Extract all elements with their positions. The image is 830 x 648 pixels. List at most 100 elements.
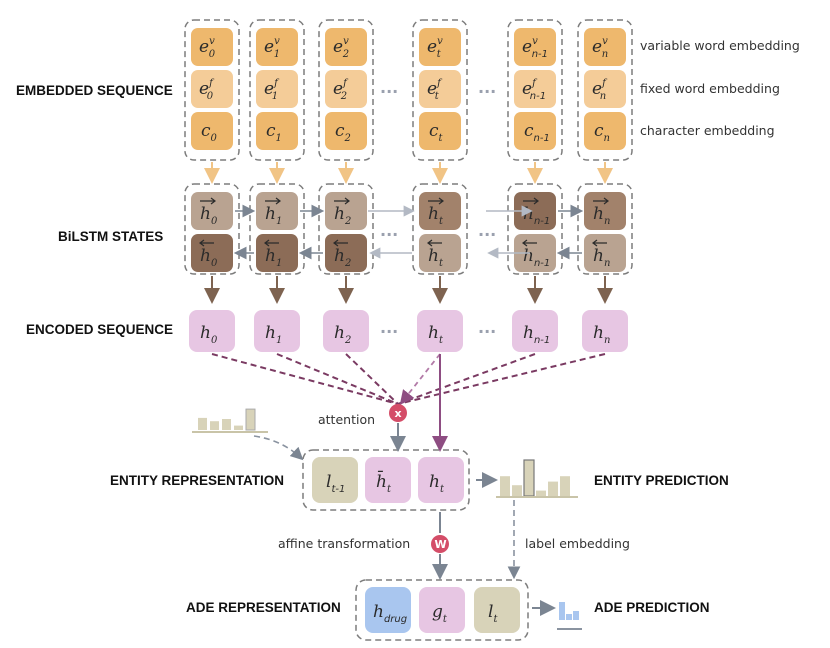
left-histogram-bar-3 [234, 425, 243, 430]
encoded-sequence-label: ENCODED SEQUENCE [26, 322, 173, 337]
entity-context-symbol: h̄t [376, 469, 392, 495]
ellipsis-state-1: ··· [380, 225, 398, 244]
encoded-label-0: h0 [200, 323, 218, 346]
backward-state-label-2: h2 [334, 246, 351, 269]
char-embed-cell-t [419, 112, 461, 150]
backward-state-label-t: ht [428, 246, 444, 269]
ellipsis-embed-2: ··· [478, 82, 496, 101]
backward-arrow-mark-0 [199, 239, 214, 247]
ade-prediction-bar-0 [559, 602, 565, 620]
backward-arrow-mark-n-1 [522, 239, 537, 247]
fixed-embed-cell-n-1 [514, 70, 556, 108]
entity-prediction-bar-2 [523, 459, 535, 497]
attention-line-n-1 [397, 353, 536, 405]
left-histogram-bar-2 [222, 419, 231, 430]
fixed-embed-cell-n [584, 70, 626, 108]
embed-group-n [577, 19, 633, 161]
fixed-embedding-desc: fixed word embedding [640, 81, 780, 96]
entity-prediction-bar-5 [560, 476, 570, 496]
backward-arrow-mark-1 [264, 239, 279, 247]
label-embedding-annotation: label embedding [525, 536, 630, 551]
backward-state-label-n-1: hn-1 [523, 246, 550, 269]
embed-group-0 [184, 19, 240, 161]
char-embed-cell-0 [191, 112, 233, 150]
var-embed-cell-1 [256, 28, 298, 66]
forward-state-label-0: h0 [200, 204, 218, 227]
backward-state-label-1: h1 [265, 246, 282, 269]
backward-state-label-0: h0 [200, 246, 218, 269]
entity-prediction-bar-1 [512, 485, 522, 496]
char-embed-cell-2 [325, 112, 367, 150]
var-embed-cell-n [584, 28, 626, 66]
var-embed-cell-2 [325, 28, 367, 66]
ade-gate-symbol: gt [432, 602, 448, 625]
variable-embedding-desc: variable word embedding [640, 38, 800, 53]
entity-prediction-bar-4 [548, 481, 558, 496]
attention-line-2 [345, 353, 399, 405]
encoded-cell-0 [189, 310, 235, 352]
ellipsis-embed-1: ··· [380, 82, 398, 101]
encoded-cell-t [417, 310, 463, 352]
attention-line-0 [211, 353, 399, 405]
ade-drug-cell [365, 587, 411, 633]
char-embed-cell-1 [256, 112, 298, 150]
ade-label-symbol: lt [488, 602, 498, 625]
encoded-label-2: h2 [334, 323, 351, 346]
forward-state-label-1: h1 [265, 204, 282, 227]
entity-prediction-bar-0 [500, 476, 510, 496]
backward-arrow-mark-t [427, 239, 442, 247]
char-embed-label-2: c2 [335, 121, 351, 144]
attention-operator-circle [389, 404, 407, 422]
backward-arrow-mark-2 [333, 239, 348, 247]
char-embed-label-t: ct [429, 121, 444, 144]
forward-state-label-n: hn [593, 204, 610, 227]
attention-annotation: attention [318, 412, 375, 427]
encoded-cell-n-1 [512, 310, 558, 352]
entity-representation-group [302, 449, 470, 511]
ade-prediction-label: ADE PREDICTION [594, 600, 710, 615]
fixed-embed-cell-0 [191, 70, 233, 108]
ellipsis-encoded-1: ··· [380, 322, 398, 341]
affine-operator-circle [431, 535, 449, 553]
entity-prediction-label: ENTITY PREDICTION [594, 473, 729, 488]
var-embed-cell-t [419, 28, 461, 66]
encoded-label-1: h1 [265, 323, 282, 346]
state-group-t [412, 183, 468, 275]
char-embed-label-n-1: cn-1 [524, 121, 550, 144]
embed-group-t [412, 19, 468, 161]
backward-arrow-mark-n [592, 239, 607, 247]
embed-group-n-1 [507, 19, 563, 161]
ade-representation-label: ADE REPRESENTATION [186, 600, 341, 615]
embed-group-2 [318, 19, 374, 161]
forward-arrow-mark-n [593, 197, 609, 205]
ellipsis-encoded-2: ··· [478, 322, 496, 341]
ade-representation-group [355, 579, 529, 641]
attention-line-1 [276, 353, 399, 405]
var-embed-cell-0 [191, 28, 233, 66]
fixed-embed-cell-t [419, 70, 461, 108]
entity-context-cell [365, 457, 411, 503]
backward-state-label-n: hn [593, 246, 610, 269]
char-embed-cell-n [584, 112, 626, 150]
left-histogram-arrow [253, 435, 304, 461]
fixed-embed-cell-2 [325, 70, 367, 108]
entity-prediction-bar-3 [536, 490, 546, 496]
state-group-2 [318, 183, 374, 275]
attention-line-t [399, 353, 441, 405]
ade-prediction-bar-2 [573, 611, 579, 620]
char-embed-label-0: c0 [201, 121, 218, 144]
embed-group-1 [249, 19, 305, 161]
char-embed-label-1: c1 [266, 121, 282, 144]
char-embed-label-n: cn [594, 121, 610, 144]
forward-state-label-2: h2 [334, 204, 351, 227]
forward-state-label-t: ht [428, 204, 444, 227]
encoded-cell-1 [254, 310, 300, 352]
